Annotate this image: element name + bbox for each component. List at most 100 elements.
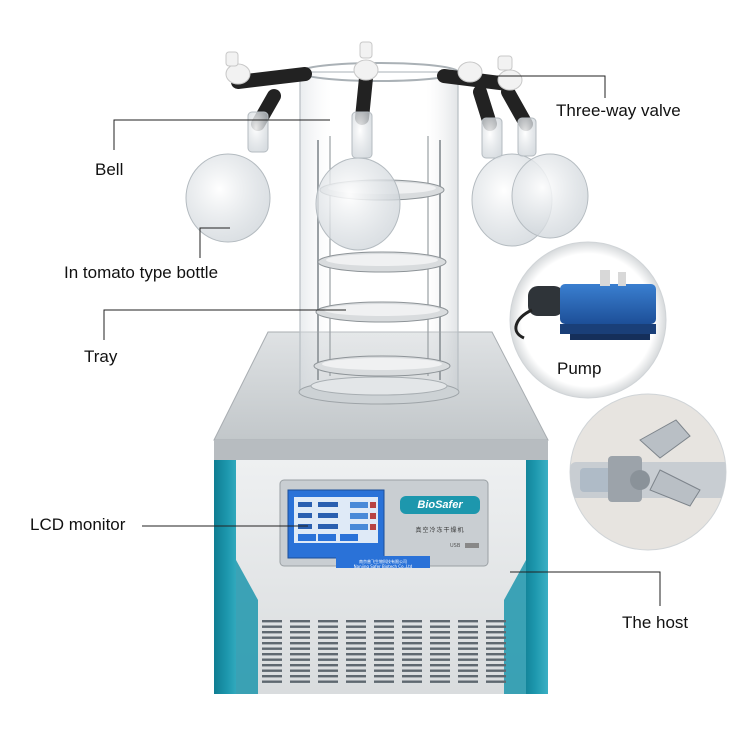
vent-slot <box>430 658 450 661</box>
vent-slot <box>262 642 282 645</box>
maker-name-en: Nanjing Safer Biotech Co.,Ltd <box>353 564 413 569</box>
vent-slot <box>290 658 310 661</box>
valve-closeup-inset <box>569 393 727 551</box>
vent-slot <box>486 669 506 672</box>
usb-port <box>465 543 479 548</box>
label-host: The host <box>622 613 689 632</box>
label-pump: Pump <box>557 359 602 378</box>
vent-slot <box>486 647 506 650</box>
vent-slot <box>262 653 282 656</box>
vent-slot <box>458 675 478 678</box>
vent-slot <box>374 675 394 678</box>
vent-slot <box>402 620 422 623</box>
vent-slot <box>318 636 338 639</box>
vent-slot <box>402 669 422 672</box>
vent-slot <box>290 620 310 623</box>
vent-slot <box>318 631 338 634</box>
vent-slot <box>402 631 422 634</box>
vent-slot <box>290 675 310 678</box>
label-bell: Bell <box>95 160 124 179</box>
maker-name: 南京普飞生物科技有限公司 Nanjing Safer Biotech Co.,L… <box>338 559 428 569</box>
right-teal-panel <box>522 460 548 694</box>
vent-slot <box>402 653 422 656</box>
vent-slot <box>374 631 394 634</box>
vent-slot <box>374 653 394 656</box>
vent-slot <box>262 625 282 628</box>
vent-slot <box>290 680 310 683</box>
vent-slot <box>430 647 450 650</box>
vent-slot <box>402 647 422 650</box>
vent-slot <box>318 658 338 661</box>
leader-tray <box>103 309 346 340</box>
usb-label: USB <box>450 543 461 549</box>
vent-slot <box>486 675 506 678</box>
vent-slot <box>262 647 282 650</box>
vent-slot <box>486 631 506 634</box>
vent-slot <box>346 620 366 623</box>
vent-slot <box>346 653 366 656</box>
vent-slot <box>374 664 394 667</box>
brand-logo-text: BioSafer <box>417 499 463 511</box>
leader-lines <box>103 75 661 606</box>
vent-slot <box>262 680 282 683</box>
vent-slot <box>374 636 394 639</box>
vent-slot <box>430 631 450 634</box>
vent-slot <box>402 680 422 683</box>
leader-bottle <box>199 227 230 258</box>
vent-slot <box>402 658 422 661</box>
vent-slot <box>430 664 450 667</box>
vent-slot <box>430 675 450 678</box>
tray-surface <box>324 304 440 316</box>
vent-slot <box>318 625 338 628</box>
vent-slot <box>262 658 282 661</box>
vent-slot <box>486 625 506 628</box>
vent-slot <box>346 669 366 672</box>
tomato-bottle-center <box>315 111 401 251</box>
maker-name-cn: 南京普飞生物科技有限公司 <box>359 559 407 564</box>
trays <box>313 179 451 377</box>
vent-slot <box>290 636 310 639</box>
vent-slot <box>374 669 394 672</box>
vent-slot <box>318 675 338 678</box>
vent-slot <box>374 642 394 645</box>
vent-slot <box>458 669 478 672</box>
vent-slot <box>374 680 394 683</box>
vent-slot <box>346 680 366 683</box>
vent-slot <box>290 642 310 645</box>
vent-slot <box>486 636 506 639</box>
vent-slot <box>458 620 478 623</box>
vent-slot <box>458 680 478 683</box>
vent-slot <box>486 664 506 667</box>
vent-slot <box>458 631 478 634</box>
vent-slot <box>402 625 422 628</box>
vent-slot <box>346 647 366 650</box>
front-lower-right-curve <box>504 560 526 694</box>
vent-slot <box>402 675 422 678</box>
vent-slot <box>402 664 422 667</box>
vent-slot <box>374 647 394 650</box>
vent-slot <box>486 620 506 623</box>
leader-bell <box>113 119 330 150</box>
label-tray: Tray <box>84 347 118 366</box>
vent-slot <box>374 625 394 628</box>
pump-motor <box>528 286 564 316</box>
label-tomato-bottle: In tomato type bottle <box>64 263 219 282</box>
vent-slot <box>458 625 478 628</box>
vent-slot <box>486 680 506 683</box>
vent-slot <box>430 680 450 683</box>
vent-slot <box>346 625 366 628</box>
label-lcd-monitor: LCD monitor <box>30 515 126 534</box>
vent-slot <box>318 664 338 667</box>
maker-strip <box>336 556 430 568</box>
vent-slot <box>430 620 450 623</box>
vent-slot <box>318 647 338 650</box>
vent-slot <box>318 620 338 623</box>
front-lower-left-curve <box>236 560 258 694</box>
control-panel <box>279 479 489 568</box>
leader-host <box>510 571 661 606</box>
vent-slot <box>430 669 450 672</box>
vent-slot <box>486 642 506 645</box>
vent-slot <box>374 658 394 661</box>
vent-slot <box>262 664 282 667</box>
